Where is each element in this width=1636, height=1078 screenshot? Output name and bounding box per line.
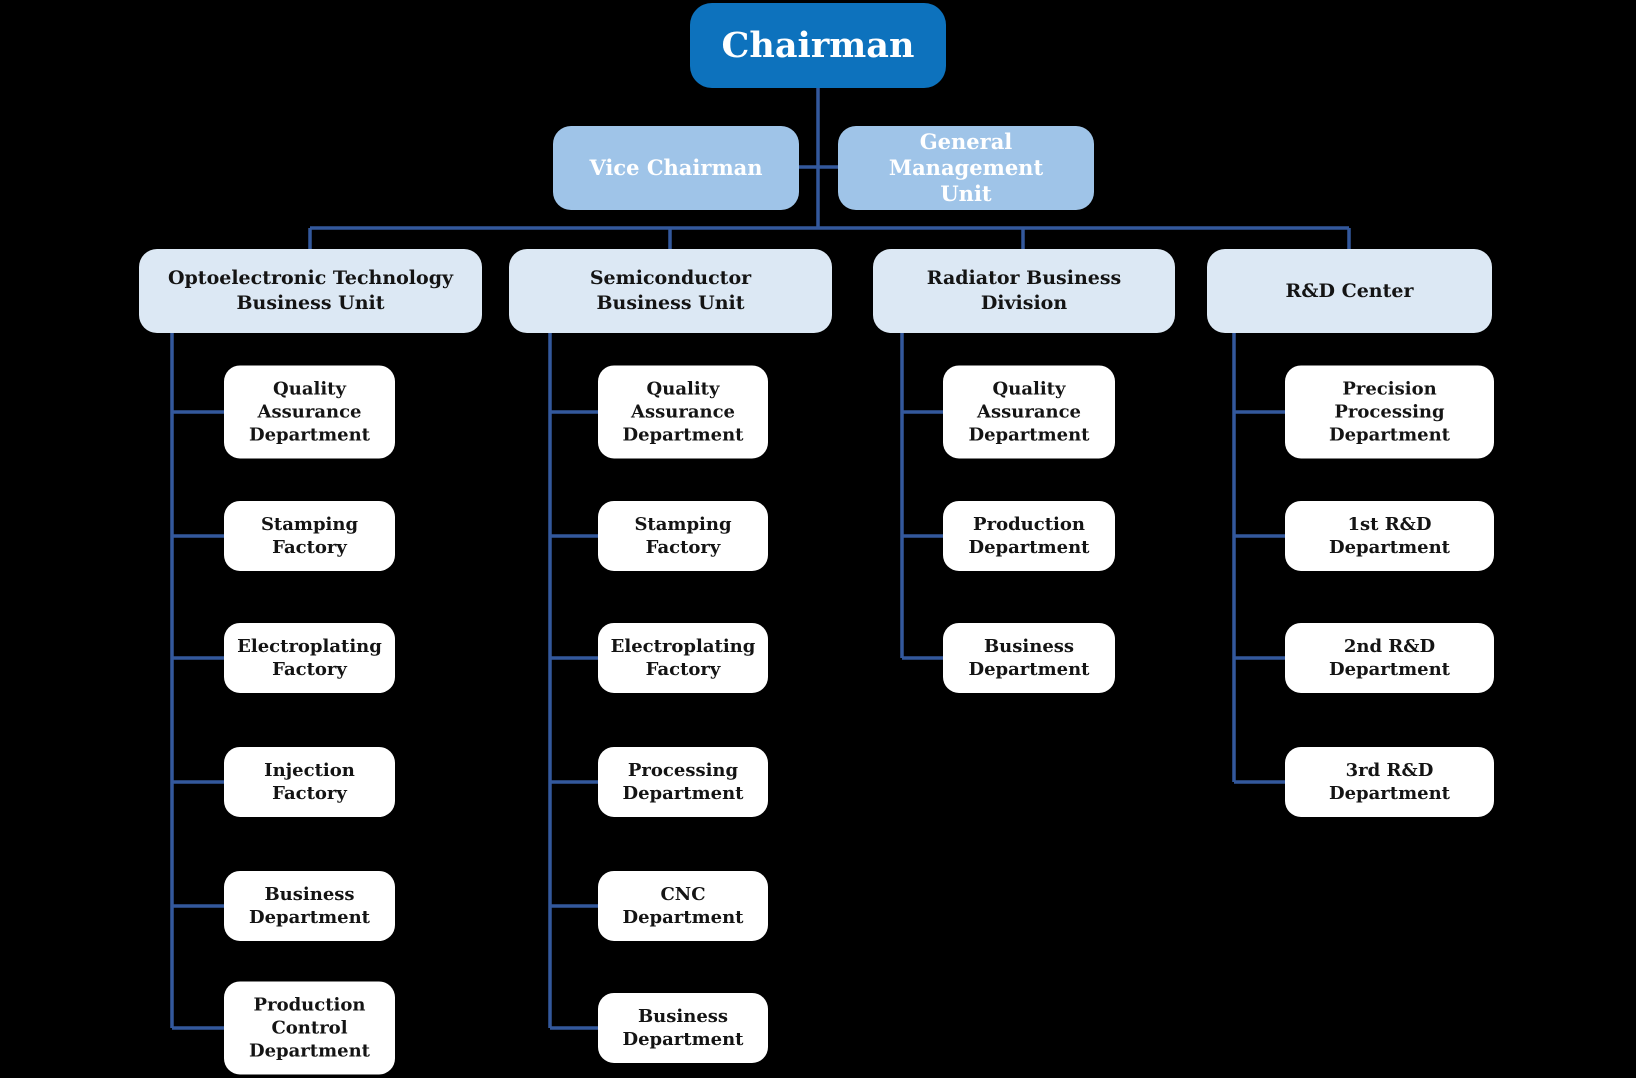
branch-node-radiator-business-division: Radiator Business Division [873,249,1175,333]
branch-node-r-d-center: R&D Center [1207,249,1492,333]
department-label: 2nd R&D Department [1328,635,1450,680]
department-label: Processing Department [622,759,744,804]
general-management-unit-label: General Management Unit [888,128,1044,207]
node-stamping-factory: Stamping Factory [598,500,768,572]
branch-node-semiconductor-business-unit: Semiconductor Business Unit [509,249,832,333]
branch-label: R&D Center [1285,279,1414,302]
department-label: Quality Assurance Department [968,378,1090,446]
node-general-management-unit: General Management Unit [838,126,1094,210]
branch-node-optoelectronic-technology-business-unit: Optoelectronic Technology Business Unit [139,249,482,333]
department-label: Business Department [968,635,1090,680]
department-label: Quality Assurance Department [622,378,744,446]
node-2nd-r-d-department: 2nd R&D Department [1285,622,1494,694]
department-label: Electroplating Factory [610,635,756,680]
department-label: Production Control Department [248,994,370,1062]
node-quality-assurance-department: Quality Assurance Department [943,365,1115,459]
node-injection-factory: Injection Factory [224,746,395,818]
department-label: Quality Assurance Department [248,378,370,446]
node-quality-assurance-department: Quality Assurance Department [224,365,395,459]
department-label: 3rd R&D Department [1328,759,1450,804]
department-label: Electroplating Factory [237,635,382,680]
node-chairman: Chairman [690,3,946,88]
node-production-department: Production Department [943,500,1115,572]
node-business-department: Business Department [224,870,395,942]
node-vice-chairman: Vice Chairman [553,126,799,210]
node-stamping-factory: Stamping Factory [224,500,395,572]
node-business-department: Business Department [598,992,768,1064]
branch-label: Radiator Business Division [926,267,1122,314]
vice-chairman-label: Vice Chairman [589,154,763,180]
department-label: Business Department [622,1005,744,1050]
node-business-department: Business Department [943,622,1115,694]
department-label: Precision Processing Department [1328,378,1450,446]
node-electroplating-factory: Electroplating Factory [224,622,395,694]
node-cnc-department: CNC Department [598,870,768,942]
node-processing-department: Processing Department [598,746,768,818]
department-label: CNC Department [622,883,744,928]
node-1st-r-d-department: 1st R&D Department [1285,500,1494,572]
node-precision-processing-department: Precision Processing Department [1285,365,1494,459]
node-3rd-r-d-department: 3rd R&D Department [1285,746,1494,818]
branch-label: Semiconductor Business Unit [589,267,752,314]
branch-label: Optoelectronic Technology Business Unit [167,267,454,314]
department-label: Stamping Factory [634,513,732,558]
node-production-control-department: Production Control Department [224,981,395,1075]
department-label: Injection Factory [264,759,355,804]
node-quality-assurance-department: Quality Assurance Department [598,365,768,459]
department-label: Business Department [248,883,370,928]
department-label: 1st R&D Department [1328,513,1450,558]
department-label: Production Department [968,513,1090,558]
department-label: Stamping Factory [260,513,359,558]
node-electroplating-factory: Electroplating Factory [598,622,768,694]
chairman-label: Chairman [721,25,915,66]
